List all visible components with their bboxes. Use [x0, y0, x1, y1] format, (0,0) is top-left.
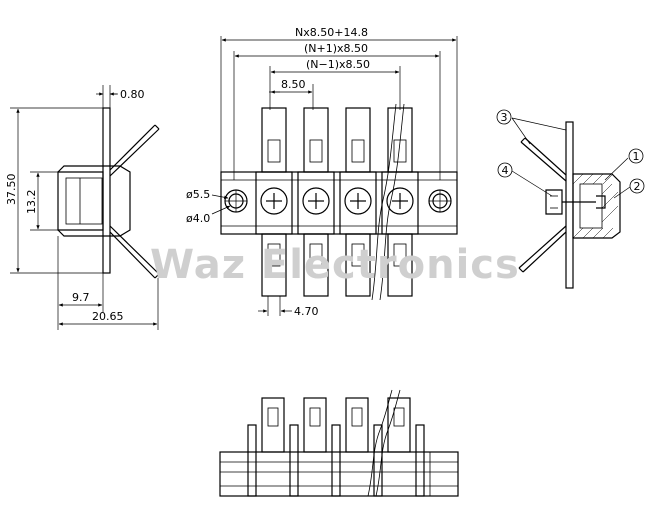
- terminal-3: [339, 107, 377, 297]
- dim-hole-outer-label: ø5.5: [186, 188, 210, 201]
- dim-height-label: 37.50: [5, 174, 18, 206]
- terminal-2: [297, 107, 335, 297]
- callout-4: 4: [497, 162, 513, 178]
- callout-1: 1: [628, 148, 644, 164]
- dim-body-label: 13.2: [25, 190, 38, 215]
- dim-tab-label: 4.70: [294, 305, 319, 318]
- section-view: 3 1 4 2: [496, 109, 645, 289]
- dim-n-minus-1-label: (N−1)x8.50: [306, 58, 370, 71]
- svg-text:3: 3: [501, 111, 508, 124]
- watermark: Waz Electronics: [150, 242, 520, 288]
- dim-pitch-label: 8.50: [281, 78, 306, 91]
- callout-2: 2: [629, 178, 645, 194]
- terminal-1: [255, 107, 293, 297]
- svg-text:2: 2: [634, 180, 641, 193]
- dim-depth-inner-label: 9.7: [72, 291, 90, 304]
- callout-3: 3: [496, 109, 512, 125]
- bottom-view: [219, 389, 459, 497]
- dim-depth-total-label: 20.65: [92, 310, 124, 323]
- front-view: Nx8.50+14.8 (N+1)x8.50 (N−1)x8.50 8.50 ø…: [186, 26, 458, 318]
- dim-hole-inner-label: ø4.0: [186, 212, 210, 225]
- dim-thickness-label: 0.80: [120, 88, 145, 101]
- svg-text:4: 4: [502, 164, 509, 177]
- dim-n-plus-1-label: (N+1)x8.50: [304, 42, 368, 55]
- side-view: 0.80 37.50 13.2 9.7: [5, 85, 160, 330]
- dim-total-label: Nx8.50+14.8: [295, 26, 368, 39]
- terminal-4: [381, 107, 419, 297]
- svg-text:1: 1: [633, 150, 640, 163]
